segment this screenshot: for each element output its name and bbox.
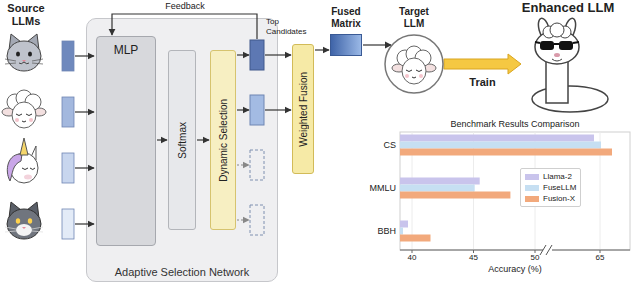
chart-title: Benchmark Results Comparison xyxy=(450,119,579,129)
fusion-block: Weighted Fusion xyxy=(292,44,314,174)
category-label: MMLU xyxy=(370,183,397,193)
train-arrow xyxy=(444,54,521,74)
softmax-block: Softmax xyxy=(168,50,196,230)
node-text: Softmax xyxy=(177,122,188,159)
connector-arrow xyxy=(197,139,209,140)
edge-label: Train xyxy=(467,76,497,88)
enhanced-llm: Enhanced LLM xyxy=(500,0,636,113)
mlp-block: MLP xyxy=(96,36,156,246)
bar-chart xyxy=(400,132,630,255)
source-arrows xyxy=(75,56,94,224)
tick-label: 40 xyxy=(408,253,417,262)
candidate-vectors xyxy=(250,40,264,235)
legend-text: FuseLLM xyxy=(543,182,576,193)
group-label: Top Candidates xyxy=(266,17,312,37)
target-llm-circle xyxy=(384,34,444,94)
legend-swatch xyxy=(525,174,539,180)
node-text: Weighted Fusion xyxy=(298,72,309,147)
legend-text: Llama-2 xyxy=(543,171,572,182)
cat-icon xyxy=(5,202,43,239)
connector-arrow xyxy=(157,139,167,140)
unicorn-icon xyxy=(7,138,38,183)
node-text: Target LLM xyxy=(392,6,436,30)
target-llm: Target LLM xyxy=(380,6,448,94)
connector-arrow xyxy=(363,44,391,45)
tick-label: 65 xyxy=(596,253,605,262)
fused-matrix: Fused Matrix xyxy=(322,6,370,56)
tick-label: 45 xyxy=(469,253,478,262)
group-label: Source LLMs xyxy=(2,2,50,28)
edge-note: Feedback xyxy=(165,1,205,11)
legend-swatch xyxy=(525,196,539,202)
cat-icon xyxy=(5,34,43,71)
node-text: MLP xyxy=(114,43,139,57)
selection-block: Dynamic Selection xyxy=(210,50,236,230)
legend-text: Fusion-X xyxy=(543,193,575,204)
node-text: Fused Matrix xyxy=(322,6,370,30)
node-text: Dynamic Selection xyxy=(218,99,229,182)
category-label: BBH xyxy=(377,226,396,236)
legend-entry: Fusion-X xyxy=(525,193,576,204)
selection-arrows xyxy=(237,55,291,220)
lamb-icon xyxy=(2,90,46,128)
legend-entry: FuseLLM xyxy=(525,182,576,193)
connector-arrow xyxy=(315,49,329,50)
node-text: Enhanced LLM xyxy=(522,0,614,15)
tick-label: 50 xyxy=(531,253,540,262)
node-text: Adaptive Selection Network xyxy=(115,266,250,278)
legend-entry: Llama-2 xyxy=(525,171,576,182)
category-label: CS xyxy=(383,140,396,150)
source-vectors xyxy=(62,41,74,239)
chart-legend: Llama-2FuseLLMFusion-X xyxy=(520,168,581,207)
matrix-block xyxy=(330,34,362,56)
selection-network-panel: Adaptive Selection Network MLP Softmax Dyna… xyxy=(86,18,278,282)
llama-illustration xyxy=(522,17,614,113)
legend-swatch xyxy=(525,185,539,191)
axis-title: Accuracy (%) xyxy=(488,264,542,274)
